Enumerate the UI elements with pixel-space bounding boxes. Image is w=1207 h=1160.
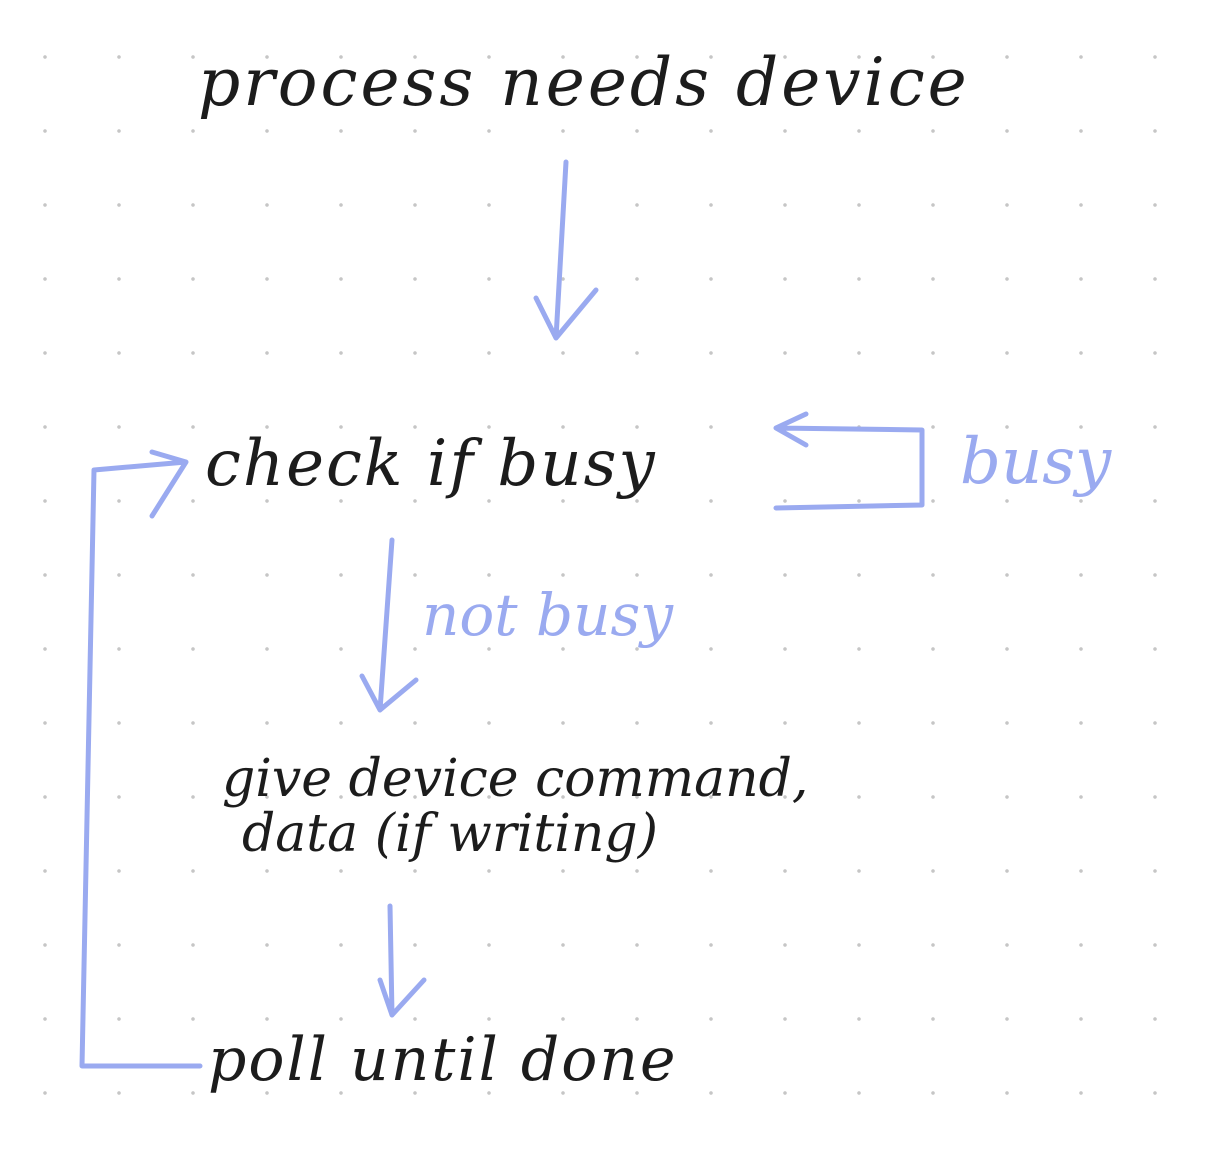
node-poll-until-done: poll until done [208,1025,678,1095]
arrow-give-to-poll [377,903,427,1018]
arrow-check-to-give [359,537,419,713]
arrow-poll-to-check-loop [79,449,203,1069]
edge-label-not-busy: not busy [422,581,674,649]
node-give-line-2: data (if writing) [242,803,658,864]
arrow-busy-loop [773,411,925,511]
edge-label-busy: busy [960,425,1112,499]
node-give-device-command: give device command, data (if writing) [222,752,808,861]
node-check-if-busy: check if busy [205,427,657,501]
arrow-process-to-check [533,159,599,341]
node-give-line-1: give device command, [222,749,809,809]
node-process-needs-device: process needs device [198,44,970,121]
